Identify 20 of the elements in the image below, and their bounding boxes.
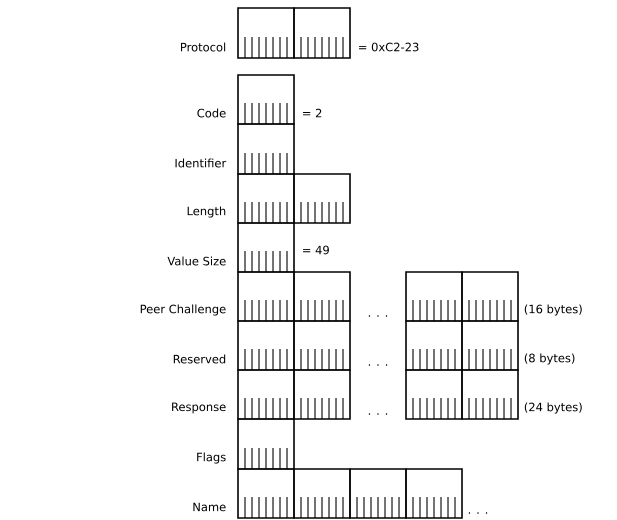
field-name: Response	[172, 402, 226, 414]
field-name: Name	[193, 502, 226, 512]
byte-count: (24 bytes)	[524, 402, 582, 414]
field-value: = 49	[303, 246, 329, 254]
field-name: Identifier	[176, 158, 226, 168]
field-name: Length	[188, 206, 226, 218]
field-name: Reserved	[174, 354, 226, 364]
field-name: Protocol	[181, 42, 226, 52]
field-name: Peer Challenge	[140, 304, 226, 316]
byte-count: (8 bytes)	[524, 353, 574, 365]
ellipsis: . . .	[368, 315, 388, 317]
field-name: Flags	[197, 452, 226, 464]
ellipsis: . . .	[368, 364, 388, 366]
field-name: Value Size	[167, 256, 226, 266]
ellipsis: . . .	[368, 413, 388, 415]
byte-count: (16 bytes)	[524, 304, 582, 316]
field-value: = 0xC2-23	[359, 42, 418, 52]
field-value: = 2	[303, 108, 322, 118]
ellipsis: . . .	[468, 512, 488, 514]
field-name: Code	[197, 108, 226, 118]
